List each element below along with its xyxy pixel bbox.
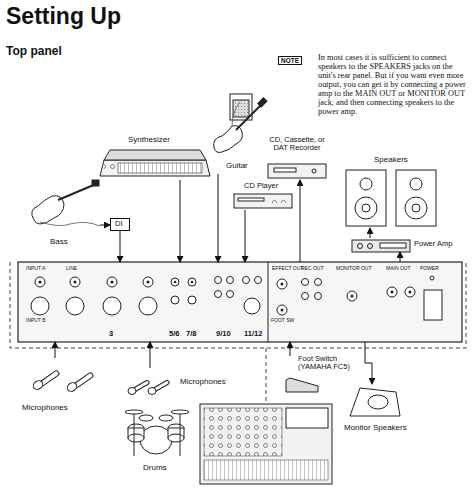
drums: Drums [125,404,195,476]
cable-connector [290,342,291,356]
microphones: Microphones [18,358,110,416]
synthesizer-label: Synthesizer [128,136,170,145]
mixer-panel-label: INPUT B [26,318,46,324]
foot-switch: Foot Switch (YAMAHA FC5) [284,356,366,396]
cable-connector [245,210,246,262]
cable-connector [100,225,110,226]
cable-connector [180,180,181,262]
speakers: Speakers [343,156,438,228]
mixer-panel-label: 5/6 [169,330,179,338]
note-badge: NOTE [278,56,302,65]
synthesizer: Synthesizer [100,134,212,180]
mixer-panel-label: INPUT A [26,266,45,272]
microphones-label: Microphones [180,378,226,387]
mixer-panel: 3 5/6 7/8 9/10 11/12 INPUT A LINE INPUT B EFFECT… [18,262,462,342]
cd-player: CD Player [232,182,294,210]
cable-connector [370,228,371,238]
note-text: In most cases it is sufficient to connec… [318,54,470,117]
drums-label: Drums [143,464,167,473]
mixer-panel-label: EFFECT OUT [272,266,303,272]
cable-connector [120,231,121,262]
microphones-label: Microphones [22,404,68,413]
cable-connector [365,342,372,384]
guitar-label: Guitar [226,162,248,171]
cable-connector [55,342,56,358]
mixer-panel-label: 11/12 [244,330,262,338]
mixer-panel-label: FOOT SW [271,318,294,324]
microphones: Microphones [125,368,235,400]
bass-guitar: Bass [26,180,100,250]
di-box: DI [110,218,130,231]
mixer-panel-label: POWER [420,266,439,272]
cable-connector [400,252,401,262]
page-title: Setting Up [6,4,121,29]
recorder: CD, Cassette, or DAT Recorder [266,136,329,180]
monitor-speakers-label: Monitor Speakers [344,424,407,433]
monitor-speakers: Monitor Speakers [340,384,425,439]
power-amp: Power Amp [352,238,462,252]
mixer-panel-label: 3 [109,330,113,338]
guitar: Guitar [212,90,266,174]
mixer-panel-label: REC OUT [301,266,324,272]
mixer-panel-label: LINE [66,266,77,272]
cable-connector [150,342,151,368]
mixer-panel-label: 9/10 [216,330,231,338]
cable-connector [300,180,301,262]
power-amp-label: Power Amp [414,240,452,248]
cable-connector [218,174,219,262]
mixer-panel-label: MAIN OUT [386,266,410,272]
cd-player-label: CD Player [244,182,278,190]
mixer-panel-label: 7/8 [186,330,196,338]
speakers-label: Speakers [374,156,408,165]
recorder-label: CD, Cassette, or DAT Recorder [266,136,328,153]
di-box-label: DI [115,220,123,228]
bass-guitar-label: Bass [50,238,68,247]
foot-switch-label: Foot Switch (YAMAHA FC5) [298,355,364,372]
section-heading: Top panel [6,45,62,58]
mixer-panel-label: MONITOR OUT [336,266,371,272]
